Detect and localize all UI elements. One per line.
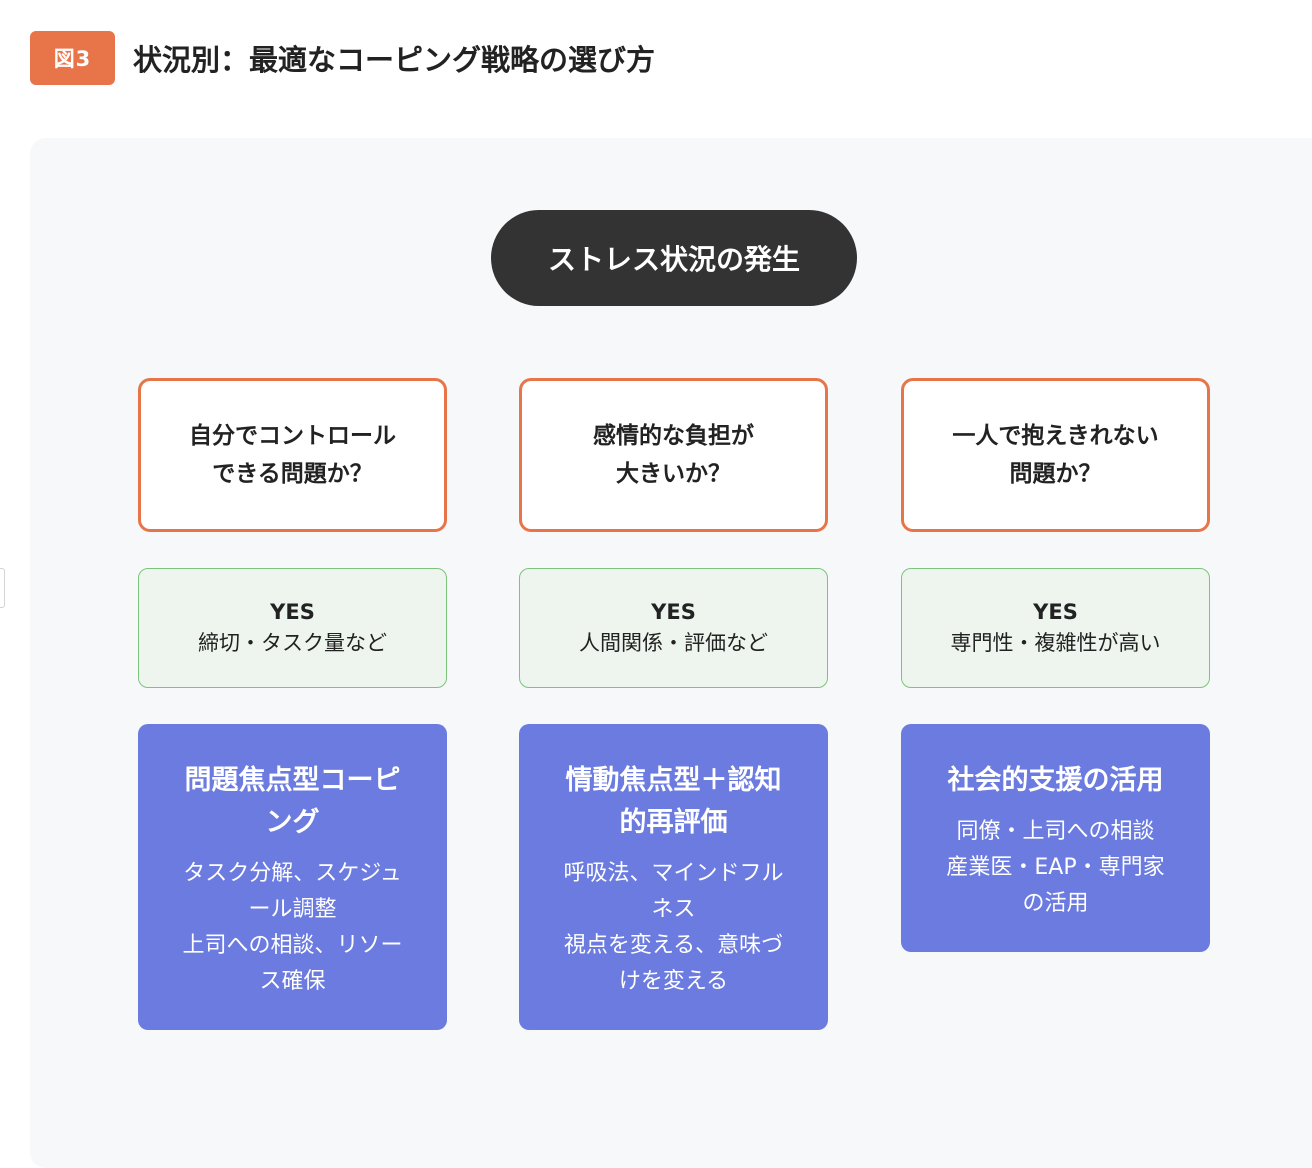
- yes-label: YES: [651, 600, 696, 624]
- strategy-desc-line: けを変える: [618, 969, 729, 994]
- strategy-desc-line: 視点を変える、意味づ: [563, 933, 784, 958]
- question-line: 一人で抱えきれない: [952, 423, 1159, 449]
- strategy-title-line: ング: [265, 807, 320, 838]
- question-line: できる問題か？: [212, 461, 373, 487]
- question-box: 一人で抱えきれない 問題か？: [901, 378, 1210, 532]
- strategy-title-line: 情動焦点型＋認知: [565, 765, 782, 796]
- yes-example: 専門性・複雑性が高い: [950, 631, 1161, 655]
- yes-example: 人間関係・評価など: [579, 631, 768, 655]
- figure-badge: 図3: [30, 31, 115, 85]
- yes-label: YES: [1033, 600, 1078, 624]
- scroll-edge-handle[interactable]: [0, 568, 5, 608]
- yes-box: YES 締切・タスク量など: [138, 568, 447, 688]
- question-box: 自分でコントロール できる問題か？: [138, 378, 447, 532]
- strategy-title: 社会的支援の活用: [923, 760, 1188, 802]
- yes-label: YES: [270, 600, 315, 624]
- strategy-desc-line: ス確保: [259, 969, 326, 994]
- figure-title: 状況別：最適なコーピング戦略の選び方: [133, 43, 656, 77]
- strategy-card: 情動焦点型＋認知 的再評価 呼吸法、マインドフル ネス 視点を変える、意味づ け…: [519, 724, 828, 1030]
- strategy-title-line: 問題焦点型コーピ: [184, 765, 401, 796]
- strategy-desc-line: 上司への相談、リソー: [182, 933, 403, 958]
- strategy-desc-line: 同僚・上司への相談: [956, 819, 1155, 844]
- question-line: 問題か？: [1009, 461, 1102, 487]
- strategy-description: 呼吸法、マインドフル ネス 視点を変える、意味づ けを変える: [541, 856, 806, 1000]
- strategy-title: 問題焦点型コーピ ング: [160, 760, 425, 844]
- figure-header: 図3 状況別：最適なコーピング戦略の選び方: [30, 31, 655, 85]
- start-node: ストレス状況の発生: [491, 210, 857, 306]
- yes-box: YES 専門性・複雑性が高い: [901, 568, 1210, 688]
- strategy-desc-line: ール調整: [248, 897, 337, 922]
- strategy-desc-line: 産業医・EAP・専門家: [946, 855, 1165, 880]
- strategy-desc-line: ネス: [651, 897, 696, 922]
- question-line: 自分でコントロール: [189, 423, 396, 449]
- yes-box: YES 人間関係・評価など: [519, 568, 828, 688]
- strategy-desc-line: 呼吸法、マインドフル: [563, 861, 784, 886]
- yes-example: 締切・タスク量など: [198, 631, 387, 655]
- strategy-title-line: 的再評価: [619, 807, 728, 838]
- strategy-title: 情動焦点型＋認知 的再評価: [541, 760, 806, 844]
- strategy-desc-line: の活用: [1022, 891, 1089, 916]
- question-line: 感情的な負担が: [593, 423, 754, 449]
- strategy-description: タスク分解、スケジュ ール調整 上司への相談、リソー ス確保: [160, 856, 425, 1000]
- strategy-desc-line: タスク分解、スケジュ: [183, 861, 402, 886]
- strategy-card: 社会的支援の活用 同僚・上司への相談 産業医・EAP・専門家 の活用: [901, 724, 1210, 952]
- strategy-title-line: 社会的支援の活用: [947, 765, 1164, 796]
- strategy-card: 問題焦点型コーピ ング タスク分解、スケジュ ール調整 上司への相談、リソー ス…: [138, 724, 447, 1030]
- question-box: 感情的な負担が 大きいか？: [519, 378, 828, 532]
- strategy-description: 同僚・上司への相談 産業医・EAP・専門家 の活用: [923, 814, 1188, 922]
- question-line: 大きいか？: [616, 461, 731, 487]
